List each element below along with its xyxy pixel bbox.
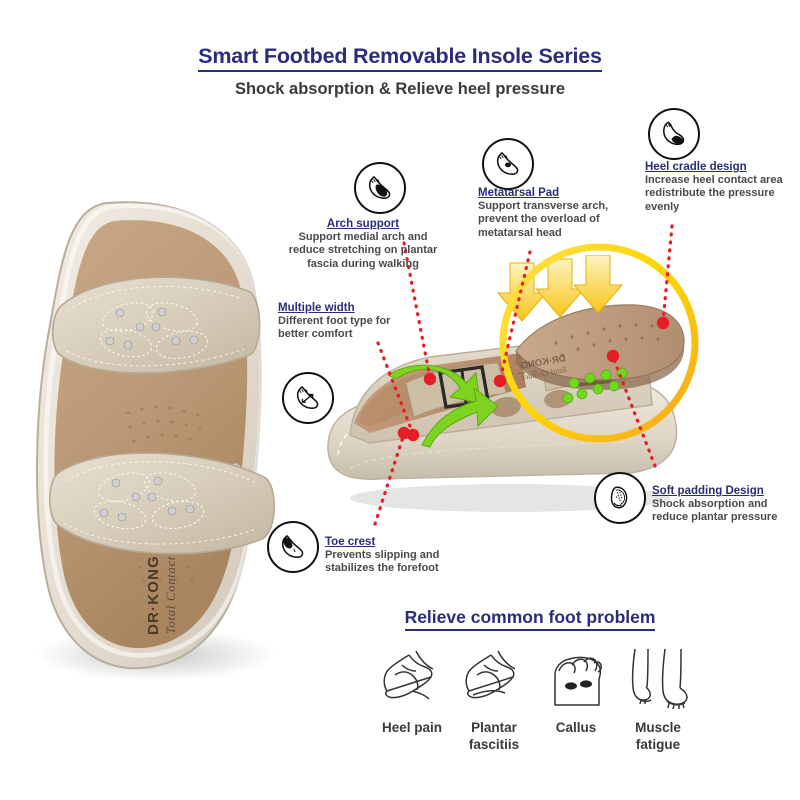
callout-body: Support medial arch and reduce stretchin… bbox=[288, 231, 438, 270]
page-title: Smart Footbed Removable Insole Series bbox=[0, 44, 800, 72]
callout-arch-support: Arch support Support medial arch and red… bbox=[283, 217, 443, 271]
callout-title: Heel cradle design bbox=[645, 161, 747, 173]
foot-heel-icon bbox=[648, 108, 700, 160]
callout-metatarsal-pad: Metatarsal Pad Support transverse arch, … bbox=[478, 186, 638, 240]
callout-heel-cradle: Heel cradle design Increase heel contact… bbox=[645, 160, 800, 214]
brand-tagline: Total Contact bbox=[164, 556, 178, 634]
foot-width-icon bbox=[282, 372, 334, 424]
foot-toe-icon bbox=[267, 521, 319, 573]
callout-body: Increase heel contact area redistribute … bbox=[645, 174, 783, 213]
callout-title: Metatarsal Pad bbox=[478, 187, 560, 199]
two-legs-icon bbox=[621, 645, 695, 713]
callout-title: Soft padding Design bbox=[652, 485, 764, 497]
foot-side-heel-icon bbox=[375, 645, 449, 713]
forefoot-callus-icon bbox=[539, 645, 613, 713]
foot-arch-icon bbox=[354, 162, 406, 214]
product-photo-top-view: DR·KONG Total Contact bbox=[35, 201, 276, 681]
foot-metatarsal-icon bbox=[482, 138, 534, 190]
foot-problem-list: Heel pain Plantar fascitiis bbox=[375, 645, 695, 753]
list-item: Callus bbox=[539, 645, 613, 736]
list-item: Heel pain bbox=[375, 645, 449, 736]
callout-body: Shock absorption and reduce plantar pres… bbox=[652, 498, 778, 524]
problems-section-title-text: Relieve common foot problem bbox=[404, 607, 656, 631]
callout-title: Arch support bbox=[326, 218, 400, 230]
list-item: Muscle fatigue bbox=[621, 645, 695, 753]
list-item: Plantar fascitiis bbox=[457, 645, 531, 753]
strap-lower bbox=[48, 452, 275, 555]
problems-section-title: Relieve common foot problem bbox=[330, 607, 730, 631]
list-item-label: Plantar fascitiis bbox=[468, 720, 520, 752]
heel-highlight-ring bbox=[499, 243, 699, 443]
callout-toe-crest: Toe crest Prevents slipping and stabiliz… bbox=[325, 535, 485, 576]
insole-padding-icon bbox=[594, 472, 646, 524]
page-subtitle: Shock absorption & Relieve heel pressure bbox=[234, 80, 566, 98]
callout-body: Prevents slipping and stabilizes the for… bbox=[325, 549, 440, 575]
callout-body: Different foot type for better comfort bbox=[278, 315, 391, 341]
brand-mark: DR·KONG Total Contact bbox=[145, 555, 178, 635]
list-item-label: Callus bbox=[555, 720, 597, 735]
list-item-label: Muscle fatigue bbox=[635, 720, 681, 752]
list-item-label: Heel pain bbox=[381, 720, 443, 735]
strap-upper bbox=[51, 276, 261, 374]
callout-soft-padding: Soft padding Design Shock absorption and… bbox=[652, 484, 800, 525]
callout-title: Multiple width bbox=[278, 302, 355, 314]
callout-multiple-width: Multiple width Different foot type for b… bbox=[278, 301, 398, 342]
callout-body: Support transverse arch, prevent the ove… bbox=[478, 200, 609, 239]
foot-side-fascia-icon bbox=[457, 645, 531, 713]
brand-name: DR·KONG bbox=[145, 555, 162, 635]
callout-title: Toe crest bbox=[325, 536, 376, 548]
page-title-text: Smart Footbed Removable Insole Series bbox=[198, 44, 602, 72]
